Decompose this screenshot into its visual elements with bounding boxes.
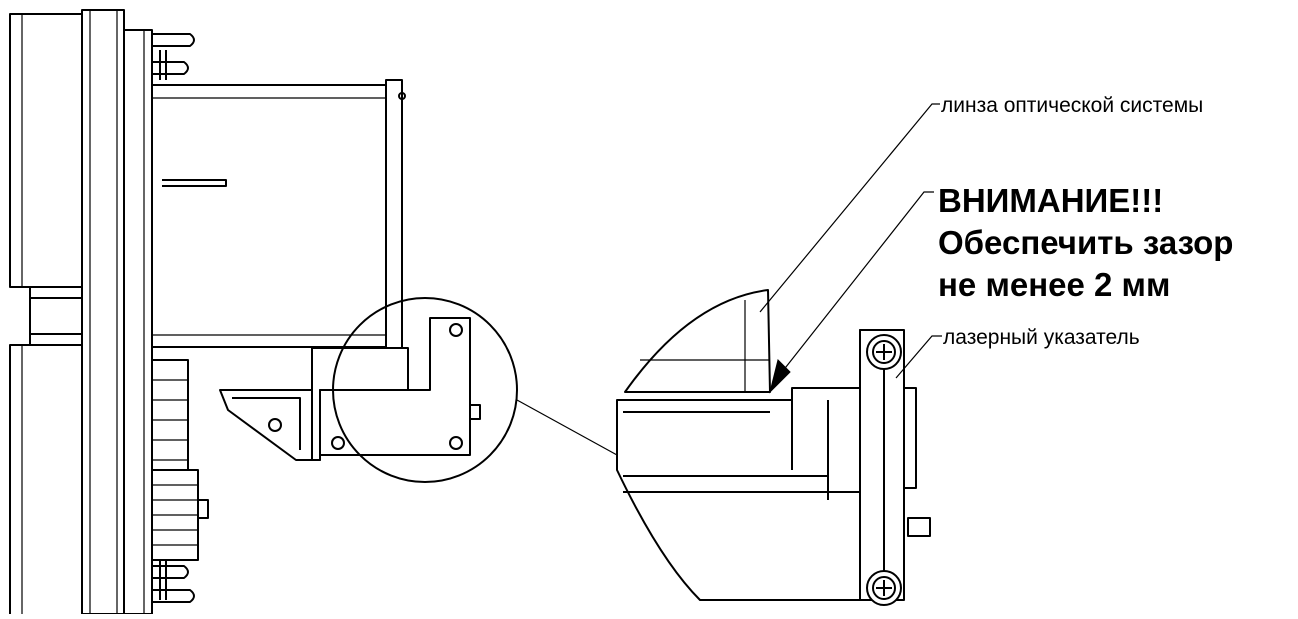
- gap-leader: [781, 191, 934, 373]
- lens-label: линза оптической системы: [941, 94, 1203, 117]
- housing-end-cap: [385, 79, 403, 349]
- device-side-view: [9, 9, 618, 616]
- detail-callout-circle: [332, 297, 518, 483]
- screw-icon: [866, 570, 902, 606]
- sensor-detail-enlarged: [616, 289, 931, 606]
- warning-line-3: не менее 2 мм: [938, 266, 1170, 303]
- housing-body: [151, 84, 395, 348]
- mounting-flange-inner: [123, 29, 153, 615]
- lens-leader: [759, 103, 940, 313]
- mounting-flange: [81, 9, 125, 615]
- front-panel-lower: [9, 344, 83, 616]
- laser-leader: [895, 335, 942, 379]
- laser-pointer-housing: [859, 329, 905, 601]
- sensor-head-small: [319, 317, 471, 456]
- optical-lens: [624, 289, 771, 393]
- laser-label: лазерный указатель: [943, 326, 1140, 349]
- front-panel-upper: [9, 13, 83, 288]
- screw-icon: [866, 334, 902, 370]
- warning-title: ВНИМАНИЕ!!!: [938, 182, 1163, 219]
- detail-leader-line: [516, 399, 618, 456]
- leader-lines: [759, 103, 942, 379]
- warning-line-2: Обеспечить зазор: [938, 224, 1233, 261]
